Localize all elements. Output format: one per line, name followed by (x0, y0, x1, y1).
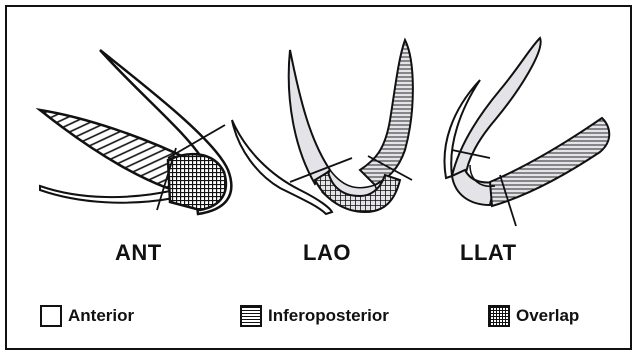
lao-left-wall (289, 50, 330, 184)
legend-item-inferoposterior: Inferoposterior (240, 305, 389, 327)
view-label-llat: LLAT (460, 240, 517, 266)
view-label-lao: LAO (303, 240, 351, 266)
llat-inferoposterior-wall (490, 118, 609, 206)
ant-overlap (168, 154, 226, 210)
ant-inferior-extension (40, 186, 175, 203)
llat-ventricle (444, 38, 609, 226)
inferoposterior-swatch-icon (240, 305, 262, 327)
legend-item-anterior: Anterior (40, 305, 134, 327)
legend-item-overlap: Overlap (488, 305, 579, 327)
ant-ventricle (40, 50, 231, 214)
view-label-ant: ANT (115, 240, 162, 266)
legend-label-inferoposterior: Inferoposterior (268, 306, 389, 326)
llat-apex (452, 170, 495, 205)
overlap-swatch-icon (488, 305, 510, 327)
lao-ventricle (232, 40, 413, 214)
lao-right-wall (360, 40, 413, 185)
legend-label-anterior: Anterior (68, 306, 134, 326)
anterior-swatch-icon (40, 305, 62, 327)
legend-label-overlap: Overlap (516, 306, 579, 326)
